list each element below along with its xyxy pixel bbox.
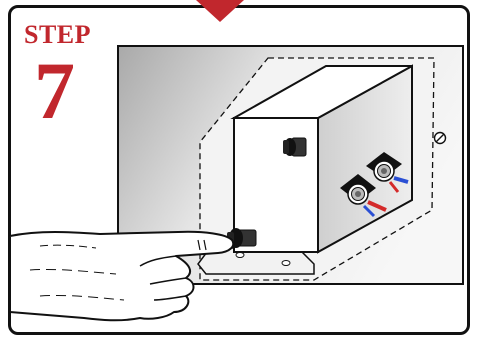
step-number: 7: [34, 50, 75, 132]
fuse-holder-top: [283, 138, 306, 156]
down-arrow-indicator: [196, 0, 244, 22]
flange-hole-left: [236, 253, 244, 258]
flange-hole-right: [282, 261, 290, 266]
screw-icon: [435, 133, 446, 144]
